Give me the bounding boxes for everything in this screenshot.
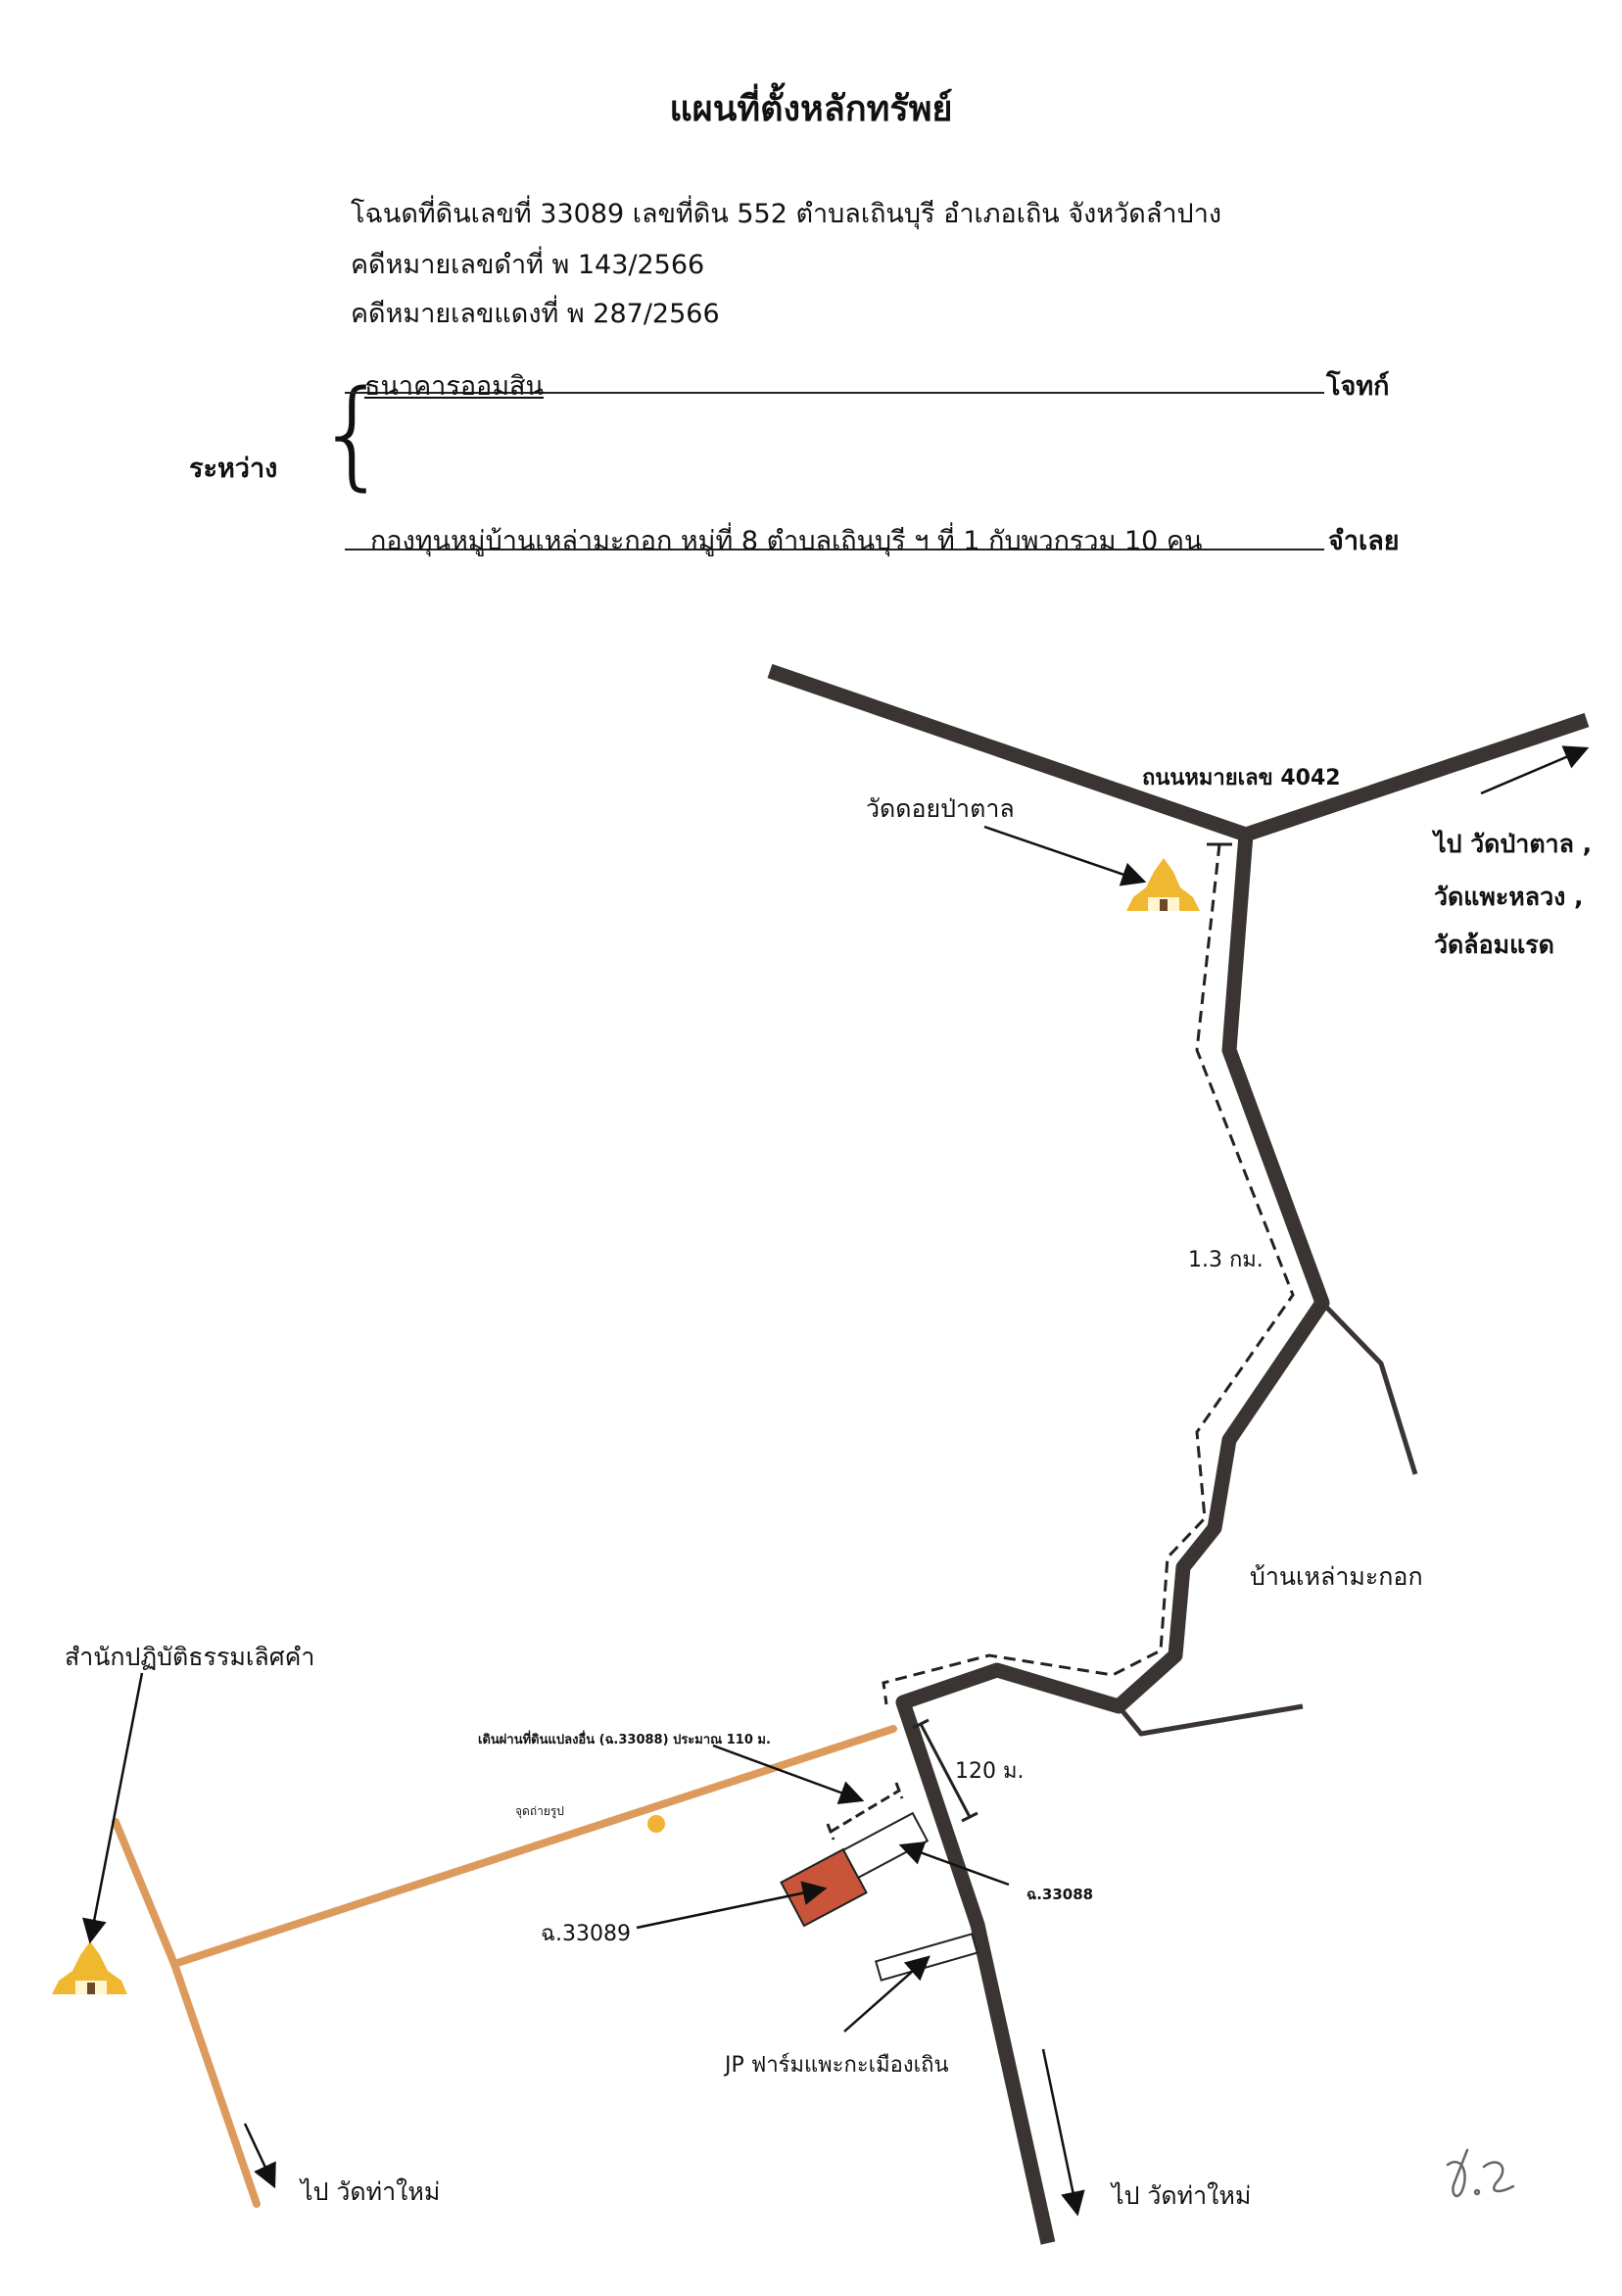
arrow-to-center: [82, 1672, 144, 1944]
main-road: [767, 663, 1590, 2245]
walk-note-label: เดินผ่านที่ดินแปลงอื่น (ฉ.33088) ประมาณ …: [478, 1733, 771, 1747]
arrow-to-east: [1480, 745, 1590, 795]
to-temples-line-1: ไป วัดป่าตาล ,: [1434, 830, 1593, 858]
dhamma-center-label: สำนักปฏิบัติธรรมเลิศคำ: [65, 1643, 315, 1671]
road-south: [895, 834, 1330, 2245]
arrow-to-33089: [636, 1881, 828, 1930]
dashed-route: [882, 843, 1295, 1705]
to-tha-mai-right-label: ไป วัดท่าใหม่: [1112, 2181, 1252, 2210]
village-label: บ้านเหล่ามะกอก: [1250, 1562, 1423, 1591]
brace-icon: {: [315, 366, 391, 502]
arrow-to-farm: [843, 1955, 930, 2033]
deed-line: โฉนดที่ดินเลขที่ 33089 เลขที่ดิน 552 ตำบ…: [351, 199, 1222, 229]
measure-120m: [912, 1718, 978, 1823]
defendant-underline: [345, 549, 1324, 550]
arrow-south-right: [1041, 2048, 1085, 2217]
to-temples-line-3: วัดล้อมแรด: [1434, 931, 1554, 959]
defendant-name: กองทุนหมู่บ้านเหล่ามะกอก หมู่ที่ 8 ตำบลเ…: [370, 526, 1203, 556]
side-road-east: [1320, 1301, 1418, 1475]
distance-1-3km-label: 1.3 กม.: [1188, 1248, 1264, 1272]
arrow-walk-note: [712, 1744, 865, 1804]
temple-icon-lert-kham: [52, 1941, 127, 1994]
photo-point-marker: [647, 1815, 665, 1833]
black-case-number: คดีหมายเลขดำที่ พ 143/2566: [351, 250, 705, 280]
plaintiff-name: ธนาคารออมสิน: [364, 371, 544, 402]
road-4042-label: ถนนหมายเลข 4042: [1142, 766, 1341, 790]
temple-doi-pa-tan-label: วัดดอยป่าตาล: [866, 794, 1015, 823]
arrow-to-33088: [898, 1841, 1010, 1887]
to-tha-mai-left-label: ไป วัดท่าใหม่: [301, 2177, 441, 2206]
walk-path: [826, 1782, 904, 1841]
to-temples-line-2: วัดแพะหลวง ,: [1434, 883, 1584, 911]
between-label: ระหว่าง: [189, 454, 278, 484]
defendant-role: จำเลย: [1328, 526, 1400, 556]
parcel-33088-label: ฉ.33088: [1026, 1886, 1094, 1903]
farm-parcel: [874, 1933, 979, 1982]
side-road-village: [1117, 1703, 1304, 1737]
page-title: แผนที่ตั้งหลักทรัพย์: [669, 89, 953, 129]
parcel-33089-label: ฉ.33089: [541, 1922, 631, 1946]
arrow-to-temple: [983, 825, 1147, 886]
photo-point-label: จุดถ่ายรูป: [515, 1804, 564, 1818]
arrow-south-left: [243, 2123, 276, 2189]
temple-icon-doi-pa-tan: [1126, 858, 1200, 911]
distance-120m-label: 120 ม.: [955, 1759, 1025, 1784]
orange-road: [112, 1725, 897, 2208]
plaintiff-role: โจทก์: [1326, 371, 1390, 402]
handwritten-signature: [1446, 2148, 1515, 2198]
plaintiff-underline: [345, 392, 1324, 394]
red-case-number: คดีหมายเลขแดงที่ พ 287/2566: [351, 299, 720, 329]
parcel-33088: [841, 1811, 930, 1880]
farm-label: JP ฟาร์มแพะกะเมืองเถิน: [725, 2053, 949, 2078]
